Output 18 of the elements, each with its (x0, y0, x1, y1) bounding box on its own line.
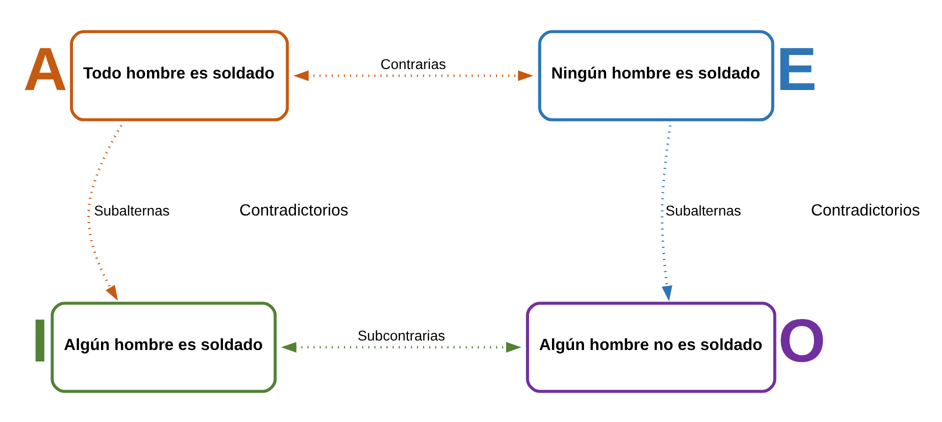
arrow (660, 124, 672, 301)
node-box: Algún hombre es soldado (50, 301, 277, 392)
edge-label: Subalternas (94, 202, 170, 219)
node-box: Ningún hombre es soldado (538, 30, 774, 121)
node-label: A (23, 34, 68, 102)
node-label: O (778, 306, 826, 374)
edge-label: Contrarias (380, 56, 446, 72)
edge-label: Subalternas (665, 202, 742, 219)
edge-label: Subcontrarias (358, 328, 446, 344)
node-box: Algún hombre no es soldado (526, 301, 776, 392)
node-label: E (776, 34, 817, 102)
arrow (293, 70, 534, 81)
node-label: I (31, 306, 48, 374)
node-box: Todo hombre es soldado (70, 30, 289, 121)
label: Contradictorios (239, 200, 348, 219)
arrow (281, 341, 522, 352)
label: Contradictorios (810, 200, 920, 219)
arrow (87, 124, 122, 300)
